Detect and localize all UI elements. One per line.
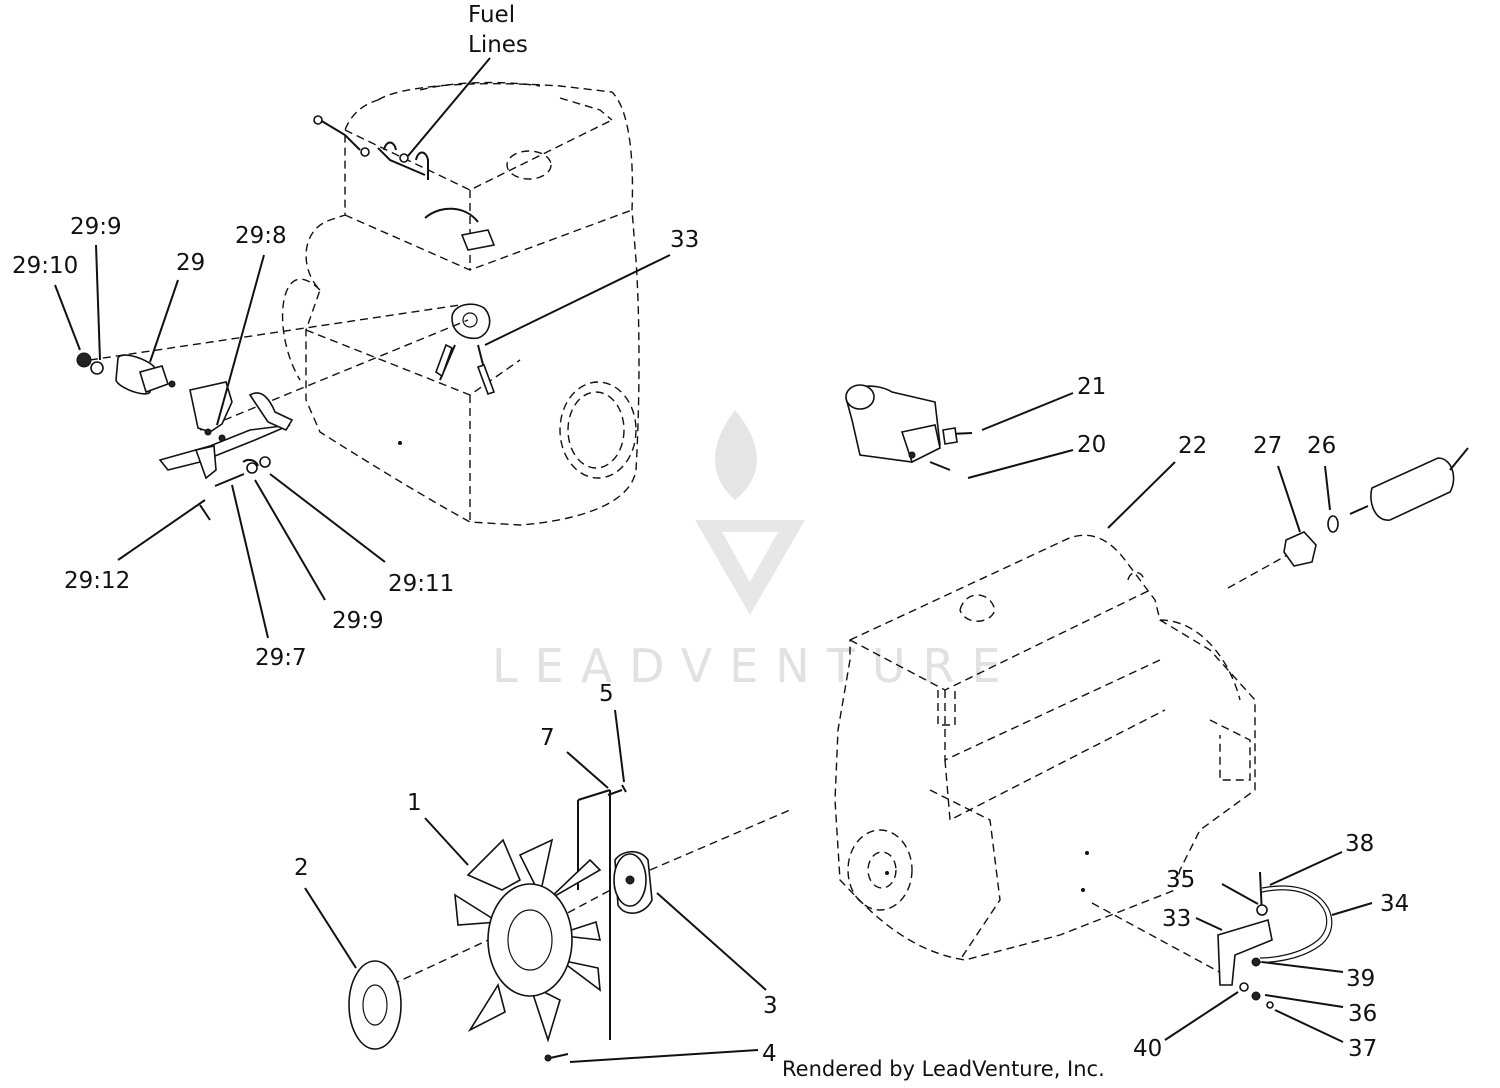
callout-leader-lines <box>54 57 1373 1063</box>
label-36: 36 <box>1348 1001 1377 1027</box>
label-40: 40 <box>1133 1036 1162 1062</box>
render-credit: Rendered by LeadVenture, Inc. <box>782 1057 1105 1081</box>
watermark-text: LEADVENTURE <box>492 639 1018 693</box>
label-29-8: 29:8 <box>235 223 287 249</box>
label-1: 1 <box>407 790 422 816</box>
fuel-solenoid-assembly <box>76 304 469 521</box>
label-fuel-lines-line1: Fuel <box>468 2 515 28</box>
label-22: 22 <box>1178 433 1207 459</box>
label-34: 34 <box>1380 891 1409 917</box>
label-20: 20 <box>1077 432 1106 458</box>
label-37: 37 <box>1348 1036 1377 1062</box>
engine-right-illustration <box>834 534 1256 961</box>
label-2: 2 <box>294 855 309 881</box>
label-21: 21 <box>1077 374 1106 400</box>
label-35: 35 <box>1166 867 1195 893</box>
label-29-9-top: 29:9 <box>70 214 122 240</box>
label-29-12: 29:12 <box>64 568 130 594</box>
label-33-top: 33 <box>670 227 699 253</box>
leadventure-watermark: LEADVENTURE <box>492 410 1018 693</box>
engine-top-illustration <box>281 81 640 526</box>
label-29-9-bottom: 29:9 <box>332 608 384 634</box>
label-7: 7 <box>540 725 555 751</box>
label-29: 29 <box>176 250 205 276</box>
label-5: 5 <box>599 681 614 707</box>
label-39: 39 <box>1346 966 1375 992</box>
label-29-7: 29:7 <box>255 645 307 671</box>
label-3: 3 <box>763 993 778 1019</box>
label-33-bottom: 33 <box>1162 906 1191 932</box>
label-38: 38 <box>1345 831 1374 857</box>
label-4: 4 <box>762 1041 777 1067</box>
label-26: 26 <box>1307 433 1336 459</box>
label-27: 27 <box>1253 433 1282 459</box>
label-29-10: 29:10 <box>12 253 78 279</box>
hose-bracket-assembly <box>1091 871 1333 1009</box>
callout-labels: Fuel Lines 29:10 29:9 29 29:8 33 21 20 2… <box>12 2 1409 1067</box>
label-fuel-lines-line2: Lines <box>468 32 528 58</box>
cooling-fan-assembly <box>348 784 791 1062</box>
fuel-filter-assembly <box>845 384 1469 589</box>
label-29-11: 29:11 <box>388 571 454 597</box>
